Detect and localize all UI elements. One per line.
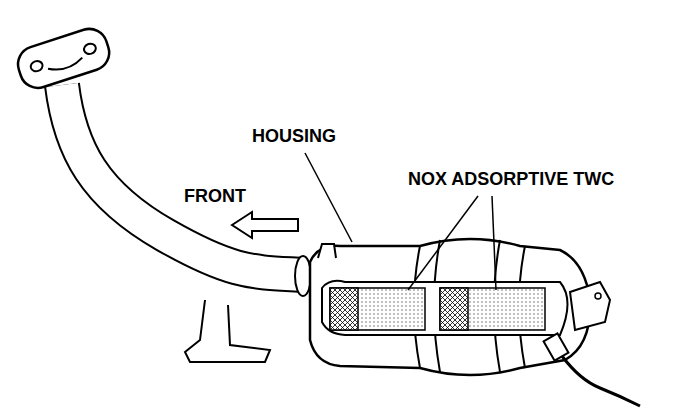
part-label: HOUSING: [252, 127, 336, 147]
rear-flange: [570, 282, 610, 330]
direction-label: FRONT: [184, 187, 246, 207]
mounting-bracket: [185, 300, 270, 362]
sensor-cable: [562, 356, 640, 406]
cutaway-window: [322, 281, 568, 335]
exhaust-pipe: [62, 85, 305, 275]
pipe-joint: [295, 256, 311, 296]
exhaust-pipe-outline: [62, 85, 305, 275]
catalyst-substrate: [330, 288, 425, 330]
leader-line: [305, 153, 352, 242]
converter-housing: [310, 239, 590, 375]
catalyst-substrate: [440, 288, 545, 330]
oxygen-sensor: [544, 333, 569, 360]
direction-arrow: [232, 212, 298, 238]
leader-line: [492, 196, 496, 290]
leader-line: [408, 196, 478, 290]
pipe-flange: [13, 24, 113, 92]
part-label: NOX ADSORPTIVE TWC: [408, 170, 614, 190]
